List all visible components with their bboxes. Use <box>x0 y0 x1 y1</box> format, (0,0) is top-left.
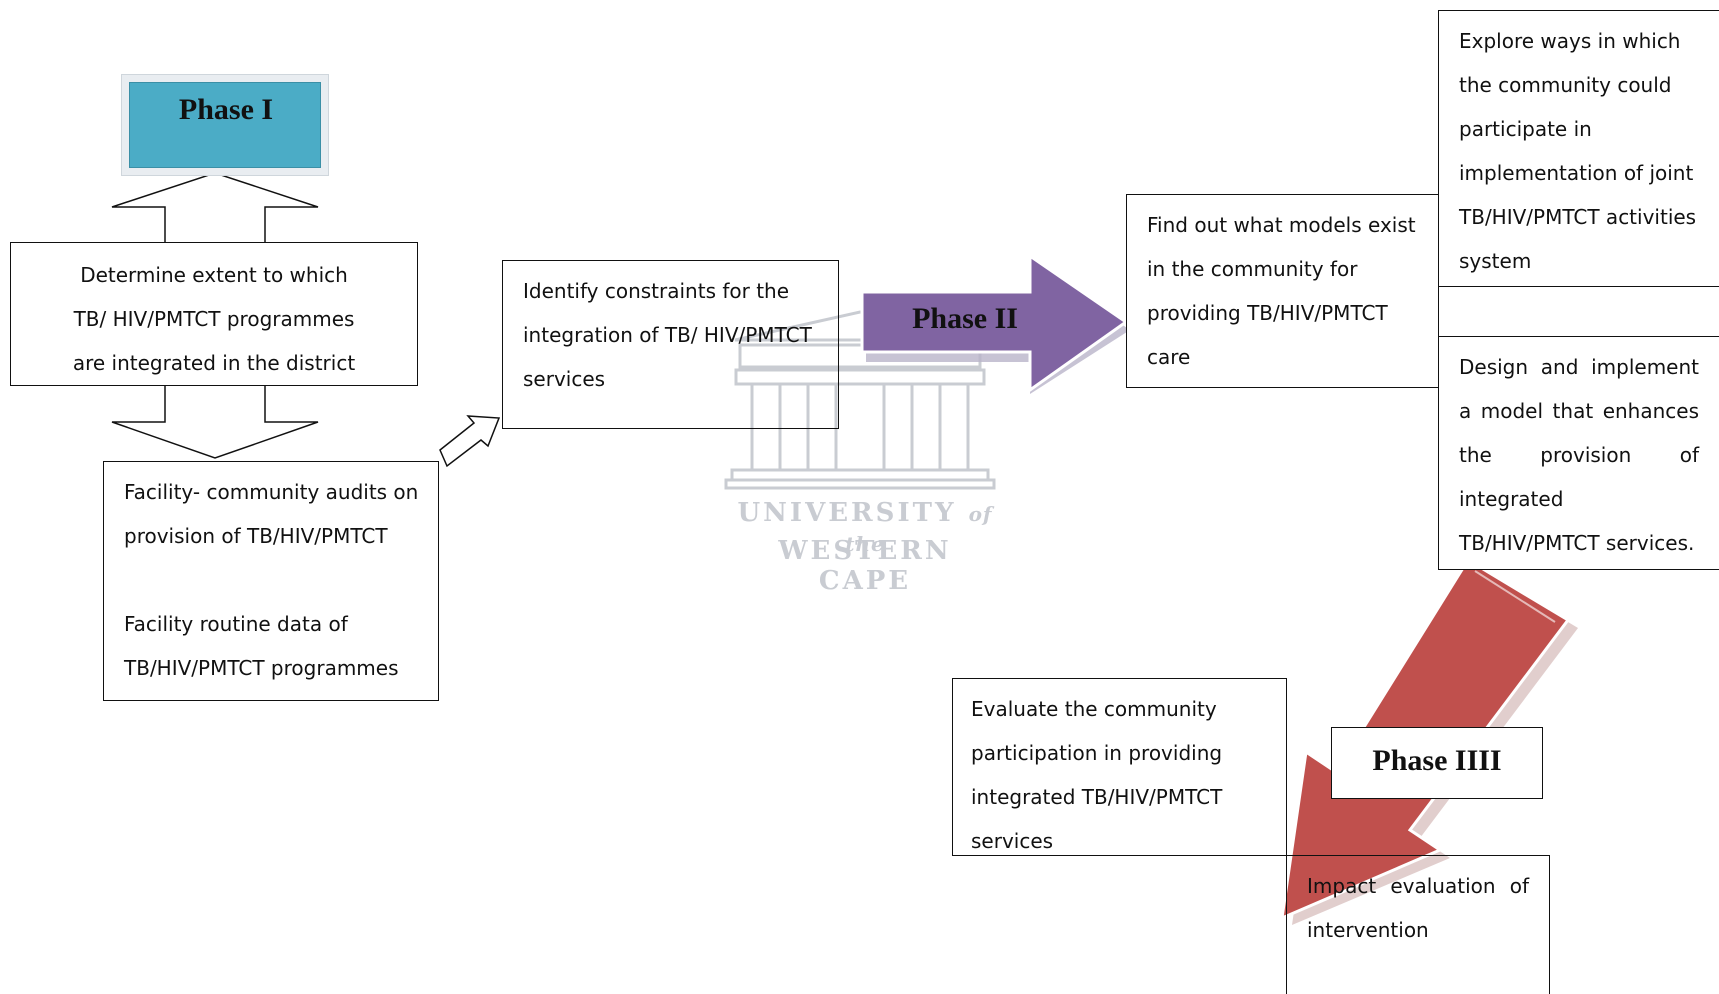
box-design-model: Design and implement a model that enhanc… <box>1438 336 1719 570</box>
box-find-models-text: Find out what models exist in the commun… <box>1147 213 1416 369</box>
box-explore-ways: Explore ways in which the community coul… <box>1438 10 1719 287</box>
box-determine-extent-text: Determine extent to which TB/ HIV/PMTCT … <box>72 263 356 375</box>
box-routine-data-text: Facility routine data of TB/HIV/PMTCT pr… <box>124 612 399 680</box>
box-identify-constraints: Identify constraints for the integration… <box>502 260 839 429</box>
double-arrow-down-head <box>111 386 319 459</box>
phase3-label: Phase IIII <box>1372 744 1502 777</box>
box-determine-extent: Determine extent to which TB/ HIV/PMTCT … <box>10 242 418 386</box>
watermark-of-the: of the <box>845 502 993 556</box>
phase1-header: Phase I <box>121 74 329 176</box>
box-design-model-text: Design and implement a model that enhanc… <box>1459 355 1699 555</box>
box-facility-audits: Facility- community audits on provision … <box>103 461 439 701</box>
box-impact-evaluation-text: Impact evaluation of intervention <box>1307 874 1529 942</box>
box-find-models: Find out what models exist in the commun… <box>1126 194 1439 388</box>
diagonal-arrow-icon <box>439 415 501 468</box>
phase2-label: Phase II <box>912 302 1018 335</box>
phase1-label: Phase I <box>178 93 274 126</box>
box-impact-evaluation: Impact evaluation of intervention <box>1286 855 1550 994</box>
phase1-header-fill <box>129 82 321 168</box>
watermark-line2: WESTERN CAPE <box>778 536 952 596</box>
phase3-label-box: Phase IIII <box>1331 727 1543 799</box>
watermark-university: UNIVERSITY <box>737 498 957 528</box>
box-evaluate-participation: Evaluate the community participation in … <box>952 678 1287 856</box>
box-evaluate-participation-text: Evaluate the community participation in … <box>971 697 1223 853</box>
box-identify-constraints-text: Identify constraints for the integration… <box>523 279 812 391</box>
phase2-arrow <box>860 253 1129 393</box>
watermark-line1: UNIVERSITY of the <box>730 498 1000 558</box>
box-facility-audits-text: Facility- community audits on provision … <box>124 480 419 548</box>
box-explore-ways-text: Explore ways in which the community coul… <box>1459 29 1697 273</box>
double-arrow-up-head <box>111 172 319 242</box>
